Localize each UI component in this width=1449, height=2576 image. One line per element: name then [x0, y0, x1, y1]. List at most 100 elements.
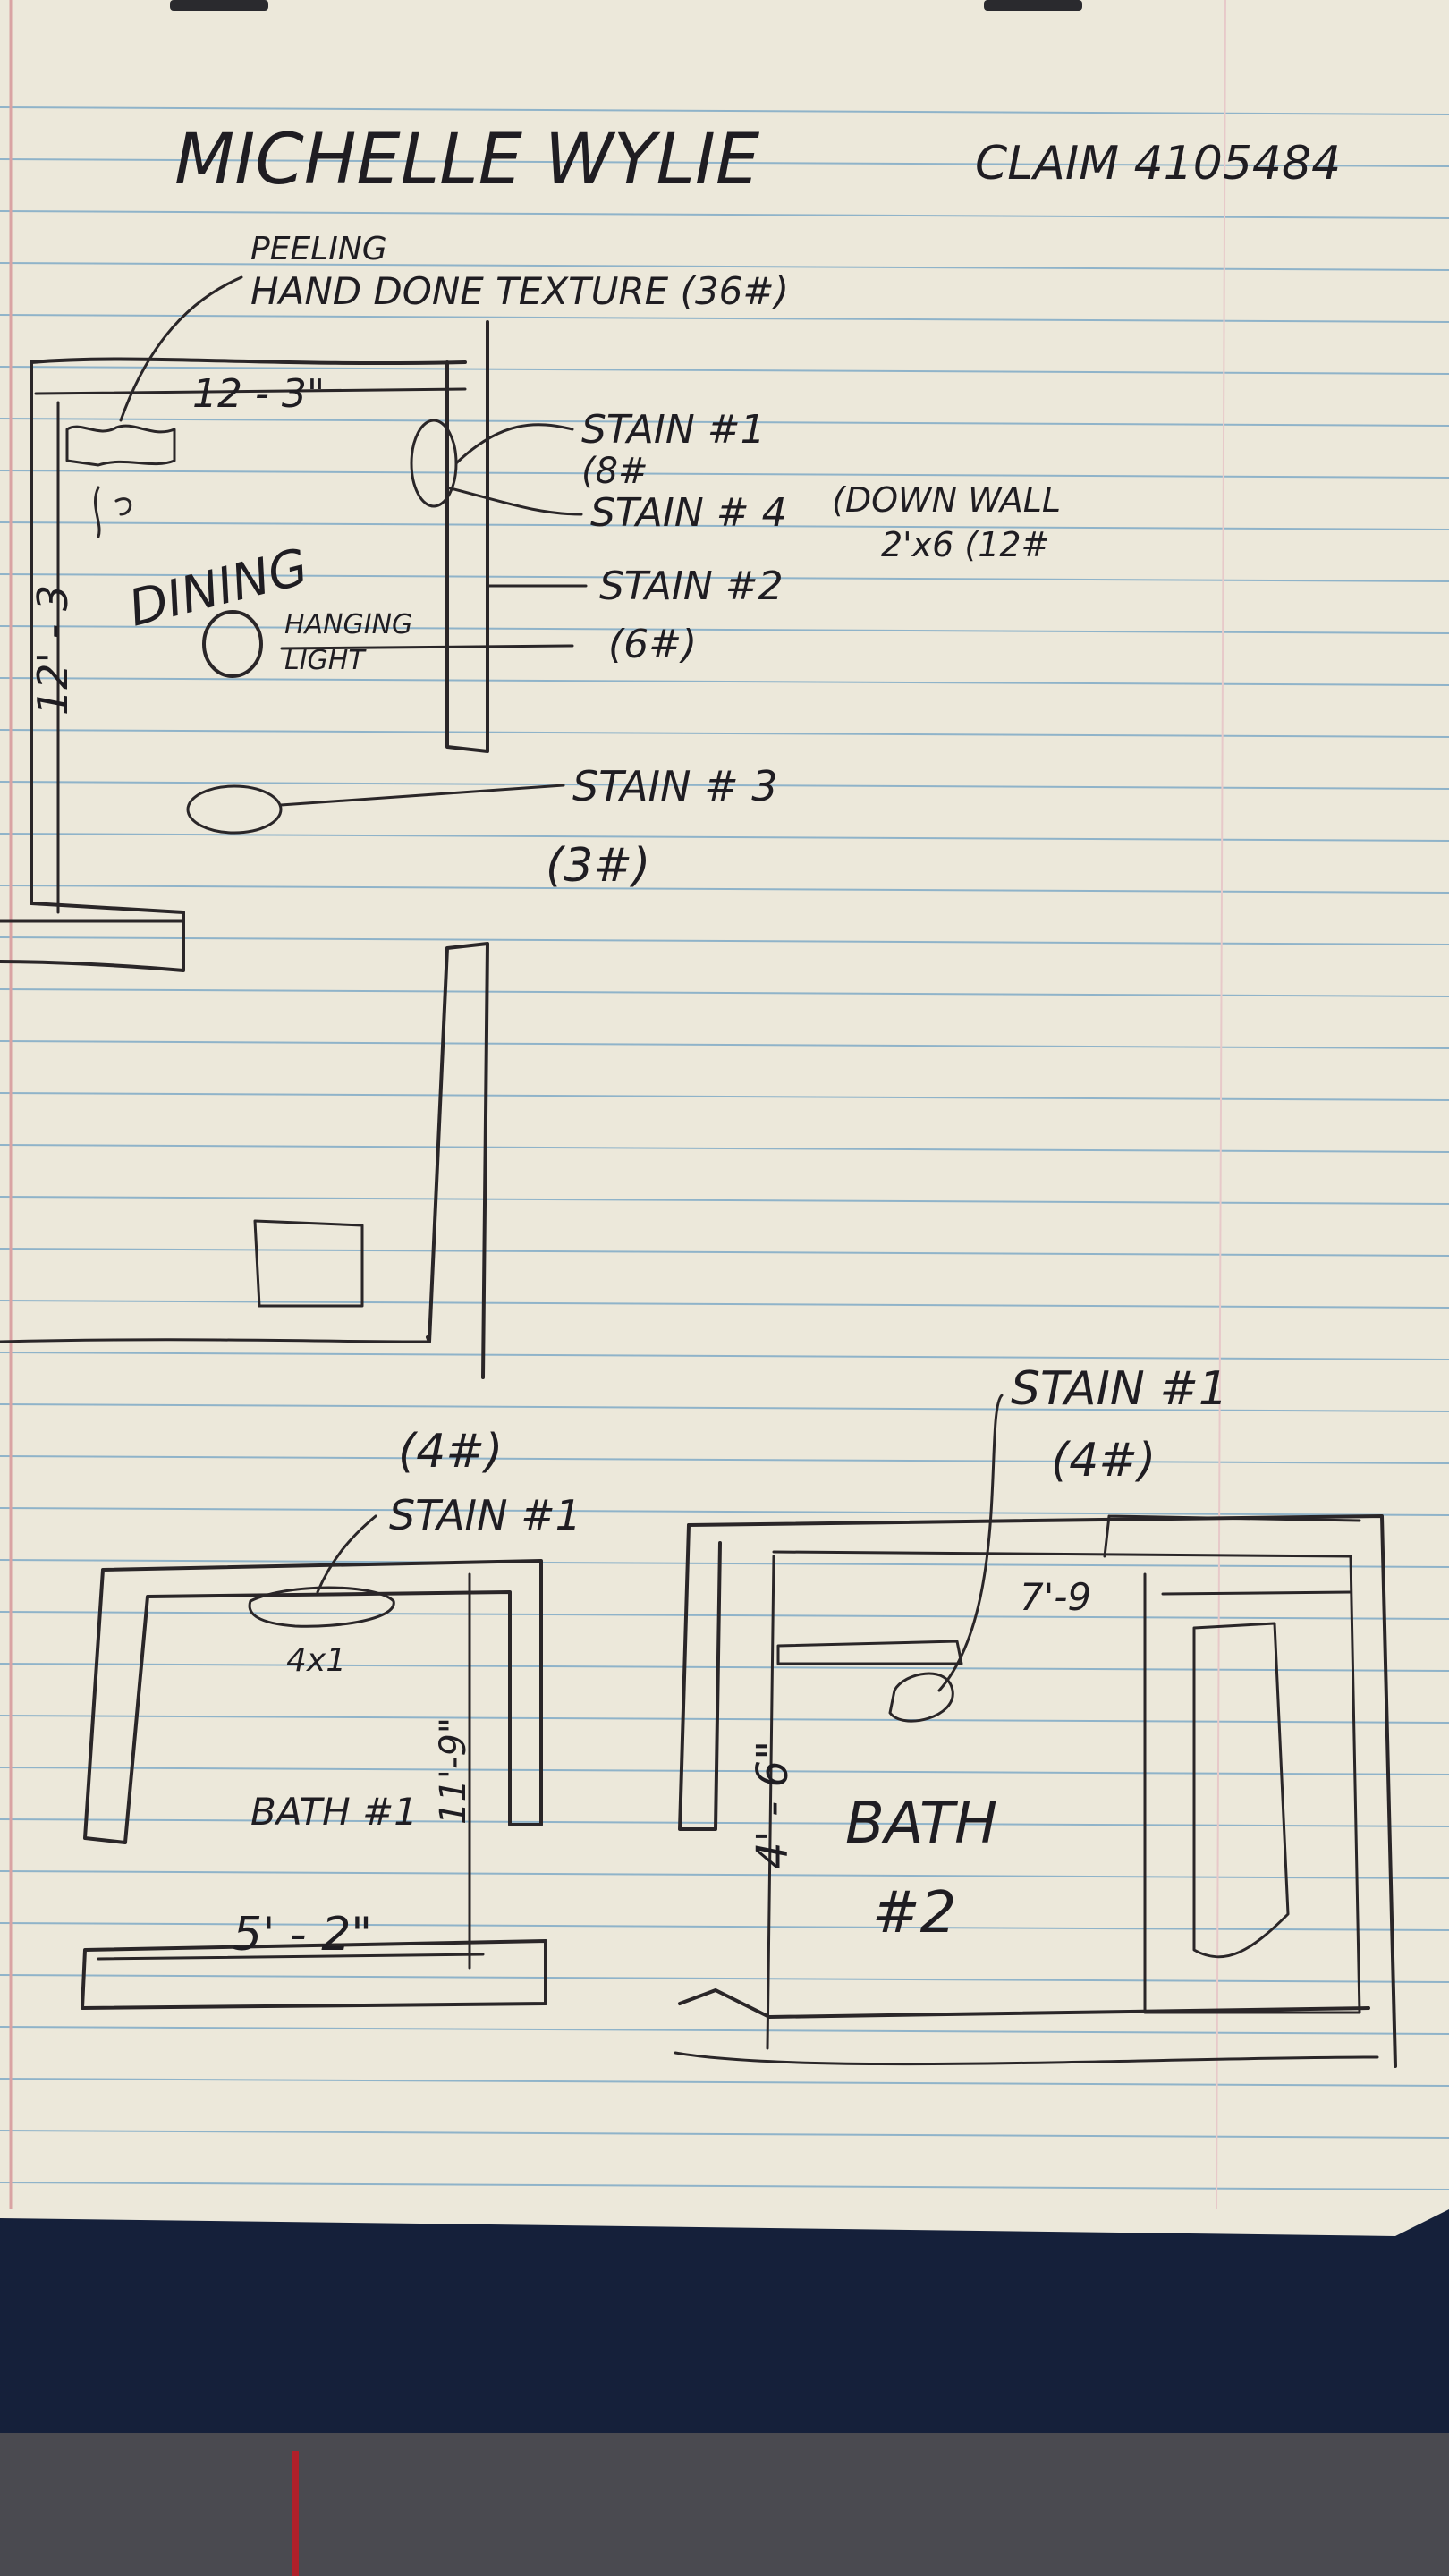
- rule-line: [0, 625, 1449, 634]
- bath2-tub: [1192, 1622, 1290, 1959]
- stain-3-label: STAIN # 3: [572, 762, 778, 810]
- header-name: MICHELLE WYLIE: [174, 120, 760, 200]
- rule-line: [0, 1092, 1449, 1101]
- rule-line: [0, 1870, 1449, 1879]
- rule-line: [0, 2182, 1449, 2190]
- bath2-stain-label: STAIN #1: [1011, 1362, 1228, 1416]
- margin-line-right: [1216, 0, 1226, 2210]
- bath2-stain-mark: [888, 1672, 954, 1723]
- bath1-stain-leader: [316, 1514, 377, 1594]
- stain-2-size: (6#): [608, 622, 697, 667]
- bath1-stain-mark: [248, 1586, 395, 1628]
- bath2-shelf: [776, 1640, 963, 1665]
- header-claim: CLAIM 4105484: [975, 137, 1341, 191]
- ruled-lines: [0, 106, 1449, 2190]
- rule-line: [0, 1144, 1449, 1153]
- bath2-room-label-1: BATH: [845, 1791, 997, 1857]
- bath1-stain-label: STAIN #1: [389, 1491, 581, 1539]
- rule-line: [0, 936, 1449, 945]
- rule-line: [0, 2078, 1449, 2087]
- rule-line: [0, 1196, 1449, 1205]
- hallway-floor-line: [0, 1338, 431, 1343]
- rule-line: [0, 106, 1449, 115]
- bath1-width-dim: 5' - 2": [233, 1908, 372, 1962]
- bath2-width-dim: 7'-9: [1020, 1575, 1091, 1619]
- bath2-stain-size: (4#): [1051, 1434, 1156, 1487]
- stain-3-leader: [279, 784, 565, 807]
- texture-note-2: HAND DONE TEXTURE (36#): [250, 269, 789, 313]
- bath1-stain-dim: 4x1: [286, 1642, 346, 1679]
- paper-sheet: [0, 0, 1449, 2236]
- rule-line: [0, 1818, 1449, 1827]
- rule-line: [0, 1974, 1449, 1983]
- bath1-bottom-wall: [80, 1939, 547, 2010]
- rule-line: [0, 521, 1449, 530]
- bath2-sketch: STAIN #1 (4#) 7'-9 4' - 6" BATH #2: [674, 1362, 1397, 2068]
- bath2-inner: [772, 1550, 1361, 2014]
- rule-line: [0, 833, 1449, 842]
- rule-line: [0, 262, 1449, 271]
- rule-line: [0, 1715, 1449, 1724]
- rule-line: [0, 366, 1449, 375]
- rule-line: [0, 158, 1449, 167]
- surface-below: [0, 2433, 1449, 2576]
- rule-line: [0, 1507, 1449, 1516]
- bath2-left-wall: [678, 1523, 722, 1831]
- stain-4-label: STAIN # 4: [590, 490, 787, 536]
- clip-right: [984, 0, 1082, 11]
- rule-line: [0, 573, 1449, 582]
- stain-1-label: STAIN #1: [581, 407, 766, 453]
- bath2-alcove: [1103, 1514, 1361, 1558]
- hanging-light-symbol: [202, 610, 263, 678]
- width-dim-line: [34, 387, 467, 395]
- rule-line: [0, 2026, 1449, 2035]
- rule-line: [0, 470, 1449, 479]
- stain-4-leader: [445, 486, 583, 516]
- rule-line: [0, 729, 1449, 738]
- rule-line: [0, 1922, 1449, 1931]
- bath2-height-dim: 4' - 6": [748, 1741, 798, 1869]
- rule-line: [0, 1300, 1449, 1309]
- rule-line: [0, 1352, 1449, 1360]
- bath1-walls: [83, 1559, 543, 1844]
- bath1-height-dim: 11'-9": [433, 1717, 474, 1825]
- clip-left: [170, 0, 268, 11]
- rule-line: [0, 210, 1449, 219]
- texture-mark-1: [65, 424, 176, 467]
- stain-2-label: STAIN #2: [599, 564, 784, 609]
- rule-line: [0, 885, 1449, 894]
- bath2-width-dim-line: [1161, 1590, 1352, 1596]
- stain-1-leader: [454, 423, 574, 465]
- light-leader: [280, 644, 574, 650]
- hallway-box: [253, 1219, 364, 1308]
- clipboard-base: [0, 2200, 1449, 2469]
- texture-note-1: PEELING: [250, 231, 387, 267]
- stain-4-size: 2'x6 (12#: [881, 525, 1049, 564]
- bath2-top-wall: [687, 1514, 1397, 2068]
- rule-line: [0, 1767, 1449, 1775]
- rule-line: [0, 1455, 1449, 1464]
- dining-width-dim: 12 - 3": [192, 371, 325, 417]
- bath2-room-label-2: #2: [872, 1880, 956, 1946]
- texture-mark-2: [93, 486, 132, 538]
- bath2-bottom-wall: [678, 1988, 1370, 2019]
- light-label-1: HANGING: [284, 609, 412, 640]
- rule-line: [0, 1248, 1449, 1257]
- rule-line: [0, 314, 1449, 323]
- rule-line: [0, 988, 1449, 997]
- bath1-room-label: BATH #1: [250, 1790, 418, 1834]
- bath1-sketch: (4#) STAIN #1 4x1 11'-9" BATH #1 5' - 2": [80, 1425, 581, 2010]
- rule-line: [0, 1663, 1449, 1672]
- stain-1-size: (8#: [581, 451, 648, 492]
- bath2-height-dim-line: [766, 1555, 775, 2050]
- stain-3-mark: [186, 784, 283, 835]
- light-label-2: LIGHT: [284, 645, 367, 676]
- rule-line: [0, 1403, 1449, 1412]
- bath1-stain-size: (4#): [398, 1425, 503, 1479]
- bath1-width-dim-line: [97, 1953, 485, 1961]
- rule-line: [0, 2130, 1449, 2139]
- hallway-sketch: [0, 942, 489, 1379]
- dining-height-dim: 12' - 3: [29, 585, 77, 716]
- dining-right-wall: [445, 320, 489, 753]
